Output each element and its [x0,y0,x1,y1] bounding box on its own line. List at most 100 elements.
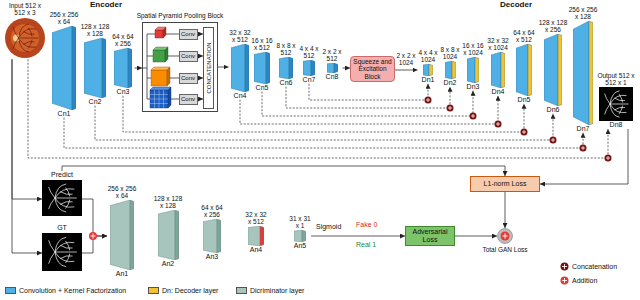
vessel [66,241,70,250]
predict-image: Predict [42,171,82,216]
layer-shape [573,21,593,125]
layer-shape [544,34,562,106]
layer-side [102,38,106,98]
concat-symbol [551,138,555,142]
layer-block: 64 x 64 x 512Dn5 [513,29,536,104]
legend-item: Addition [560,276,597,285]
pool-cube [153,50,165,62]
vessel [55,242,74,252]
vessel [60,245,72,248]
layer-shape [231,44,249,92]
layer-name: Cn6 [280,79,293,87]
image-panel [42,233,82,271]
layer-name: Cn7 [303,76,316,84]
skip-connection [262,91,473,116]
connector [218,67,229,68]
vessel [615,108,625,111]
layer-shape [445,61,456,79]
connector [135,68,143,69]
layer-shape [423,64,433,76]
legend-text: Dn: Decoder layer [162,287,218,295]
layer-shape [52,26,76,110]
vessel [28,28,32,37]
vessel [60,201,72,204]
image-panel [42,233,82,271]
layer-side [130,200,134,270]
addition-symbol [501,232,510,241]
legend-text: Concatenation [572,263,617,271]
dimension-label: 32 x 32 x 512 [245,211,268,225]
vessel [55,251,77,252]
connector [12,59,42,253]
layer-face [231,44,245,92]
layer-shape [294,230,306,242]
vessel-group [49,184,77,212]
layer-shape [110,200,134,270]
layer-shape [491,52,505,88]
layer-shape [52,26,76,110]
vessel [610,104,629,105]
pool-cube [150,87,171,90]
vessel [19,24,29,38]
layer-block: 64 x 64 x 256Cn3 [112,33,135,96]
connector [343,68,351,69]
layer-name: Dn7 [577,125,590,133]
layer-side [302,230,306,242]
vessel [19,29,37,38]
vessel [610,104,626,113]
skip-connection [64,118,583,148]
concat-symbol [581,146,585,150]
node-label: Conv [181,31,195,38]
layer-block: 8 x 8 x 512Cn6 [276,42,297,87]
layer-shape [327,63,338,73]
section-title: Decoder [500,1,532,10]
layer-block: 32 x 32 x 1024Dn4 [487,37,510,96]
layer-side [72,26,76,110]
layer-block: 4 x 4 x 512Cn7 [299,45,320,84]
concat-symbol [496,122,500,126]
layer-face [303,60,311,76]
image-panel [42,180,82,216]
layer-shape [84,38,106,98]
connector [62,166,505,176]
dimension-label: 256 x 256 x 64 [49,11,79,25]
vessel [49,252,55,264]
layer-shape [573,21,593,125]
layer-shape [84,38,106,98]
vessel [19,38,37,47]
skip-connection [309,84,428,100]
vessel [605,104,610,114]
dimension-label: 128 x 128 x 256 [538,19,568,33]
layer-block: 64 x 64 x 256An3 [201,204,224,261]
class-label: Real 1 [356,241,376,249]
dimension-label: 32 x 32 x 1024 [487,37,510,51]
vessel [615,98,625,101]
concat-symbol [447,105,454,112]
activation-label: Sigmoid [316,223,341,231]
dimension-label: 8 x 8 x 1024 [440,46,461,60]
vessel [55,188,74,197]
legend-item: Dn: Decoder layer [148,287,218,295]
dimension-label: 128 x 128 x 128 [153,195,183,209]
vessel [23,32,34,35]
conv-box: Conv [179,29,198,40]
layer-shape [516,44,532,96]
connector [395,70,418,71]
vessel [49,198,55,209]
addition-symbol [561,277,569,285]
addition-symbol [502,233,507,238]
layer-face [423,64,429,76]
addition-symbol [89,232,97,240]
dimension-label: 32 x 32 x 512 [229,29,252,43]
dimension-label: 128 x 128 x 128 [80,23,110,37]
skip-connection [95,106,553,140]
vessel [28,40,32,49]
layer-block: 256 x 256 x 64An1 [107,185,137,278]
layer-side [266,52,270,84]
node-label: L1-norm Loss [484,180,527,188]
layer-face [573,21,589,125]
skip-connection [240,96,498,124]
layer-face [491,52,501,88]
